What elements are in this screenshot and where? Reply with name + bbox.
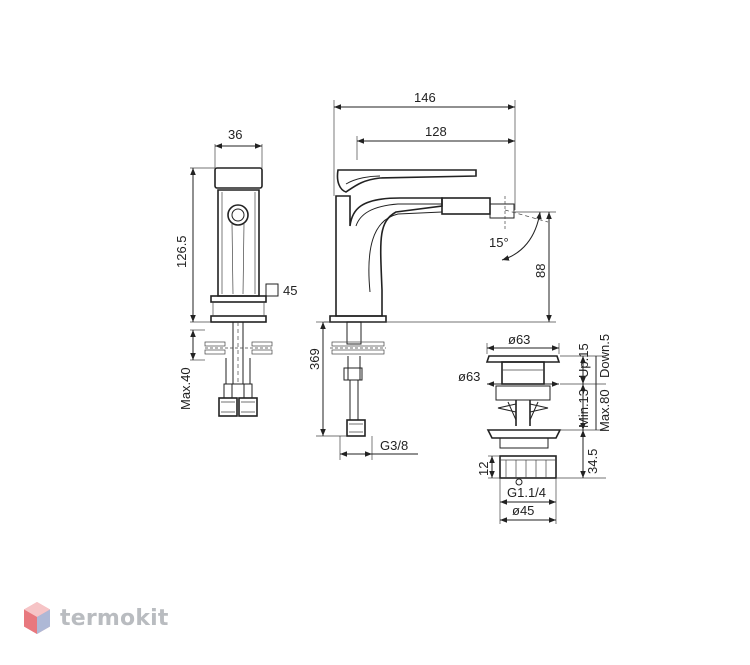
- dim-body-width: 36: [228, 127, 242, 142]
- dim-max-deck: Max.40: [178, 367, 193, 410]
- dim-hose-length: 369: [307, 348, 322, 370]
- dim-waste-down: Down.5: [597, 334, 612, 378]
- dim-side-height: 126.5: [174, 235, 189, 268]
- dim-waste-thread: G1.1/4: [507, 485, 546, 500]
- dim-spout-height: 88: [533, 264, 548, 278]
- front-view: 146 128 15° 88: [307, 90, 556, 460]
- dim-waste-nut: 12: [476, 462, 491, 476]
- dim-waste-up: Up.15: [576, 343, 591, 378]
- side-view: 36 126.5 45: [174, 127, 297, 417]
- dim-waste-diameter-side: ø63: [458, 369, 480, 384]
- dim-square-base: 45: [283, 283, 297, 298]
- brand-logo: termokit: [22, 600, 169, 636]
- brand-name: termokit: [60, 605, 169, 631]
- waste-view: ø63 ø63 12 G1.1/4 ø45: [458, 332, 612, 524]
- dim-thread: G3/8: [380, 438, 408, 453]
- dim-waste-height: 34.5: [585, 449, 600, 474]
- hexagon-cube-icon: [24, 602, 50, 634]
- dim-total-length: 146: [414, 90, 436, 105]
- dim-waste-max: Max.80: [597, 389, 612, 432]
- dim-waste-diameter-top: ø63: [508, 332, 530, 347]
- dim-spout-length: 128: [425, 124, 447, 139]
- dim-waste-diameter-bottom: ø45: [512, 503, 534, 518]
- dim-spout-angle: 15°: [489, 235, 509, 250]
- dim-waste-min: Min.13: [576, 389, 591, 428]
